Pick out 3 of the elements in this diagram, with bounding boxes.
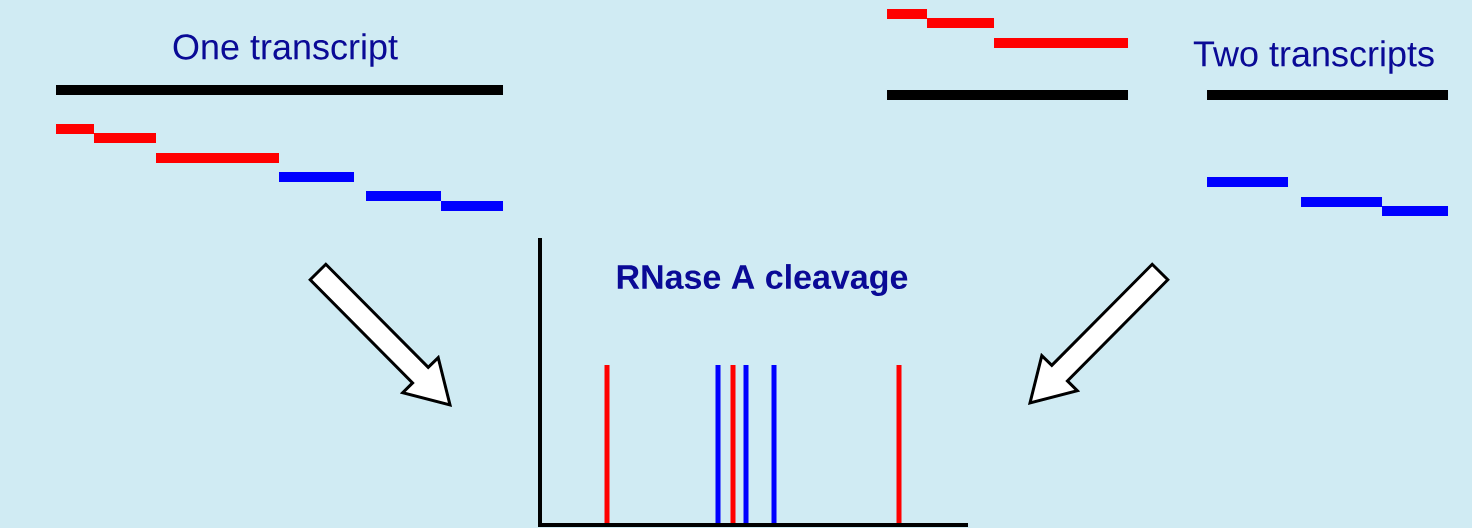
text-label: One transcript bbox=[173, 33, 398, 67]
text-label: RNase A cleavage bbox=[617, 264, 908, 296]
text-label: Two transcripts bbox=[1193, 40, 1434, 74]
